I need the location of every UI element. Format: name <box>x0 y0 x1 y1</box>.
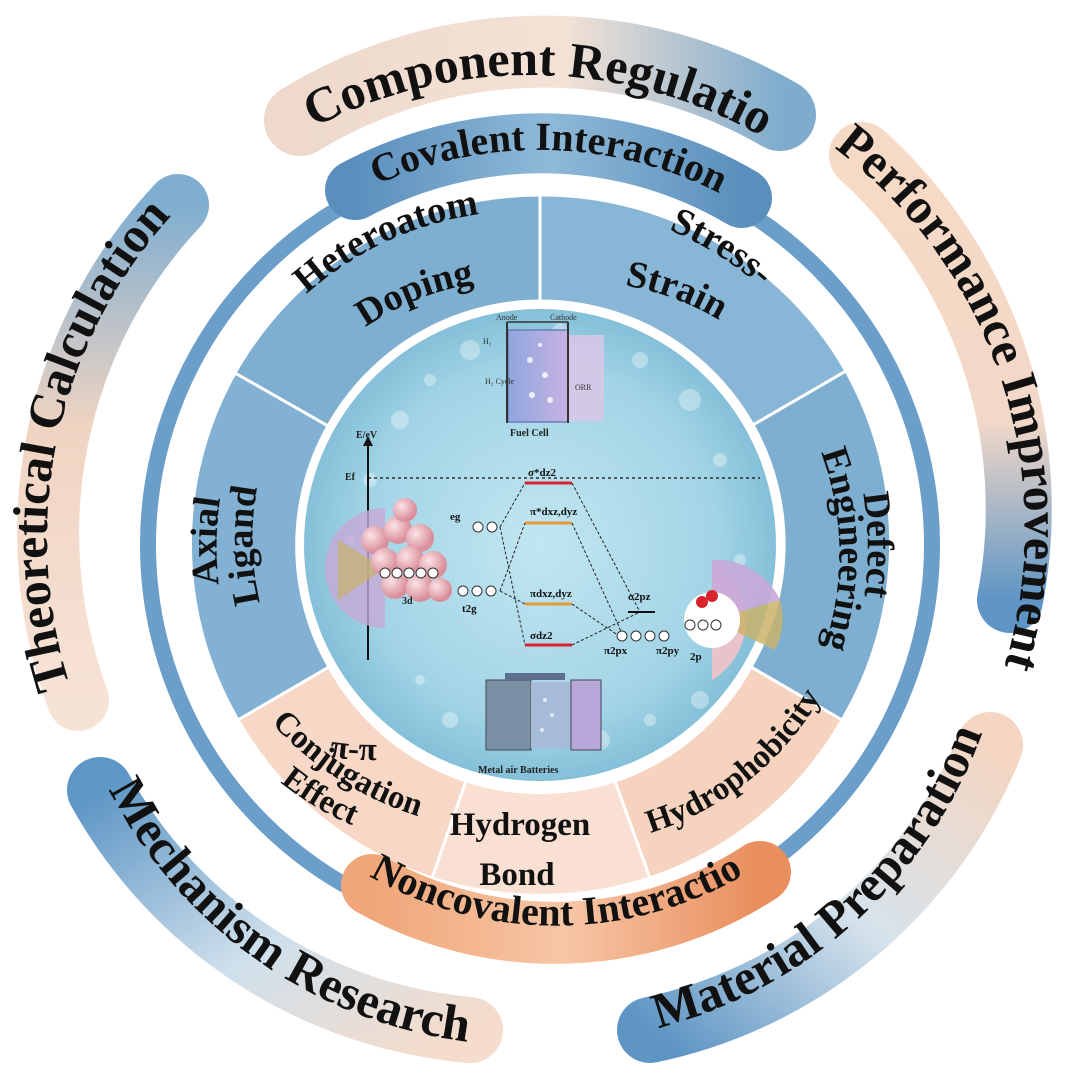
label-axial: Axial <box>184 494 230 587</box>
label-pi-2px: π2px <box>604 645 628 657</box>
label-defect: Defect <box>854 489 901 601</box>
fuel-cell-diagram: Anode Cathode H₂ H₂ Cycle ORR Fuel Cell <box>483 313 604 439</box>
label-metal-air-batteries: Metal air Batteries <box>478 765 558 776</box>
label-sigma-d: σdz2 <box>530 630 553 642</box>
label-pi-2py: π2py <box>656 645 680 657</box>
label-fuel-cell: Fuel Cell <box>510 428 549 439</box>
center-circle <box>296 301 784 789</box>
label-ligand: Ligand <box>219 483 268 610</box>
outer-arc-mechanism-research <box>67 757 503 1063</box>
segment-ring <box>188 193 893 897</box>
label-cathode: Cathode <box>550 313 577 322</box>
label-anode: Anode <box>496 313 518 322</box>
label-3d: 3d <box>402 596 413 607</box>
label-pi-d: πdxz,dyz <box>530 588 572 600</box>
mo-energy-diagram: E/eV Ef 3d eg t2g <box>325 430 783 680</box>
label-pi-star: π*dxz,dyz <box>530 506 577 518</box>
segment-hydrophobicity <box>613 664 845 880</box>
label-orr: ORR <box>575 383 592 392</box>
label-fermi-level: Ef <box>345 472 356 483</box>
label-2p: 2p <box>690 651 702 663</box>
label-component-regulation: Component Regulation <box>0 0 784 146</box>
outer-arc-performance-improvement <box>829 122 1052 633</box>
label-pi-pi: π-π <box>329 729 377 768</box>
label-eg: eg <box>450 511 461 523</box>
outer-arc-material-preparation <box>617 712 1023 1063</box>
label-hydrogen: Hydrogen <box>450 807 591 843</box>
label-t2g: t2g <box>462 603 477 615</box>
label-sigma-star: σ*dz2 <box>528 467 556 479</box>
outer-arc-component-regulation <box>264 15 816 156</box>
metal-air-battery-diagram: Metal air Batteries <box>478 673 602 776</box>
label-h2: H₂ <box>483 337 492 346</box>
label-bond: Bond <box>479 857 554 893</box>
outer-arc-theoretical-calculation <box>17 174 209 731</box>
label-energy-axis: E/eV <box>356 430 378 441</box>
label-sigma-2pz: σ2pz <box>628 591 651 603</box>
label-h2-cycle: H₂ Cycle <box>485 377 515 386</box>
